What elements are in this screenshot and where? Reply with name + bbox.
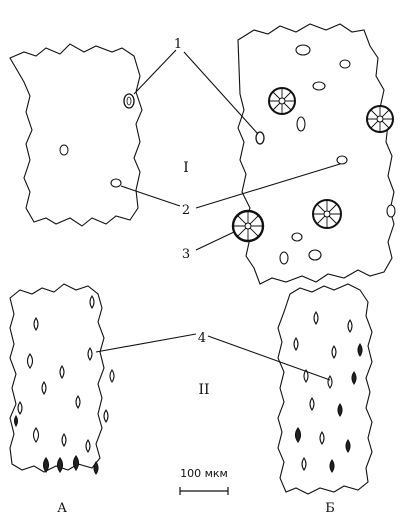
crystal-cells-group (293, 311, 363, 473)
leader-lines (95, 49, 341, 381)
panel-two-b-epidermis (277, 283, 373, 495)
crystal-cells-group (13, 295, 115, 475)
trichome-base-icon (268, 87, 296, 115)
stoma-icon (336, 155, 348, 165)
panel-label-a: А (57, 501, 67, 516)
scale-bar: 100 мкм (179, 467, 229, 495)
stoma-icon (291, 232, 303, 242)
trichome-base-icon (366, 105, 394, 133)
stoma-icon (296, 116, 306, 132)
stoma-icon (339, 59, 351, 69)
stoma-icon (312, 81, 326, 91)
leader-line-2-left (120, 185, 181, 207)
callout-label-4: 4 (198, 331, 206, 346)
stoma-icon (308, 249, 322, 261)
panel-one-right-epidermis (231, 23, 396, 285)
stoma-icon (386, 204, 396, 218)
leader-line-4-right (207, 335, 331, 381)
callout-label-2: 2 (182, 203, 190, 218)
trichome-base-icon (231, 209, 265, 243)
group-label-two: II (198, 382, 209, 398)
trichome-base-icon (312, 199, 342, 229)
leader-line-3 (195, 231, 235, 251)
stoma-icon (123, 93, 135, 109)
stoma-icon (279, 251, 289, 265)
group-label-one: I (183, 160, 189, 176)
panel-one-left-epidermis (9, 43, 143, 227)
panel-label-b: Б (325, 501, 335, 516)
leader-line-1-left (133, 49, 177, 95)
stoma-icon (295, 44, 311, 56)
leader-line-2-right (195, 163, 341, 209)
leader-line-4-left (95, 333, 197, 353)
panel-two-a-epidermis (9, 283, 115, 475)
stoma-icon (255, 131, 265, 145)
callout-label-1: 1 (174, 37, 182, 52)
stoma-icon (110, 178, 122, 188)
callout-label-3: 3 (182, 247, 190, 262)
leader-line-1-right (183, 51, 259, 135)
scale-bar-label: 100 мкм (180, 467, 228, 480)
